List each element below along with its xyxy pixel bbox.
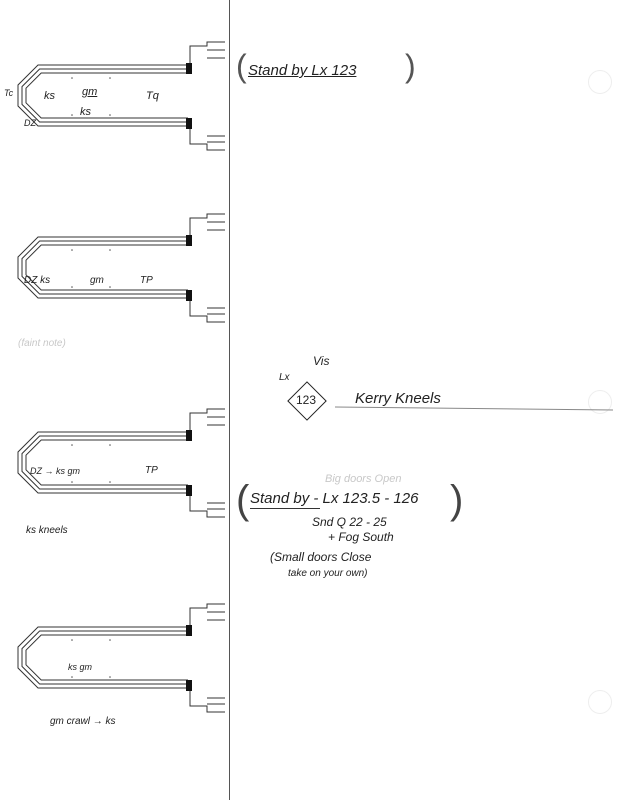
label-gm: gm [90,275,104,286]
page-fold-line [229,0,230,800]
take-own-note: take on your own) [288,568,368,579]
binder-hole [588,690,612,714]
paren-open: ( [236,478,250,522]
label-dz-ks-gm: DZ → ks gm [30,466,81,476]
cue-number: 123 [296,393,317,407]
stage-diagram-3: DZ → ks gm TP ks kneels [0,407,230,537]
vis-label: Vis [313,354,330,368]
standby-cue-2: Stand by - Lx 123.5 - 126 [250,490,419,507]
faint-note: (faint note) [18,338,66,349]
label-gm: gm [82,86,98,98]
label-tp: Tq [146,90,159,102]
paren-close: ) [450,478,464,522]
binder-hole [588,70,612,94]
cue-line [335,406,613,411]
label-ks: ks [44,90,55,102]
fog-cue: + Fog South [328,530,394,544]
faint-note: Big doors Open [325,473,402,485]
stage-diagram-2: DZ ks gm TP (faint note) [0,212,230,349]
label-tp: TP [145,465,158,476]
note-gm-crawl: gm crawl → ks [50,716,116,727]
paren-open: ( [236,48,247,84]
sound-cue: Snd Q 22 - 25 [312,515,387,529]
cue-action: Kerry Kneels [355,390,441,407]
binder-hole [588,390,612,414]
label-tp: TP [140,275,153,286]
stage-diagram-1: ks gm Tq ks Tc DZ [0,40,230,170]
stage-outline [17,41,225,151]
stage-outline [17,213,225,323]
small-doors-note: (Small doors Close [270,550,372,564]
underline [250,508,320,509]
label-ks-2: ks [80,106,91,118]
label-center: ks gm [68,662,93,672]
standby-cue-1: Stand by Lx 123 [248,62,357,79]
label-tc: Tc [4,88,14,98]
label-dz: DZ [24,118,36,128]
label-dz-ks: DZ ks [24,275,51,286]
paren-close: ) [405,48,416,84]
stage-outline [17,603,225,713]
stage-diagram-4: ks gm gm crawl → ks [0,602,230,732]
note-ks-kneels: ks kneels [26,525,68,536]
lx-label: Lx [279,372,290,383]
stage-outline [17,408,225,518]
